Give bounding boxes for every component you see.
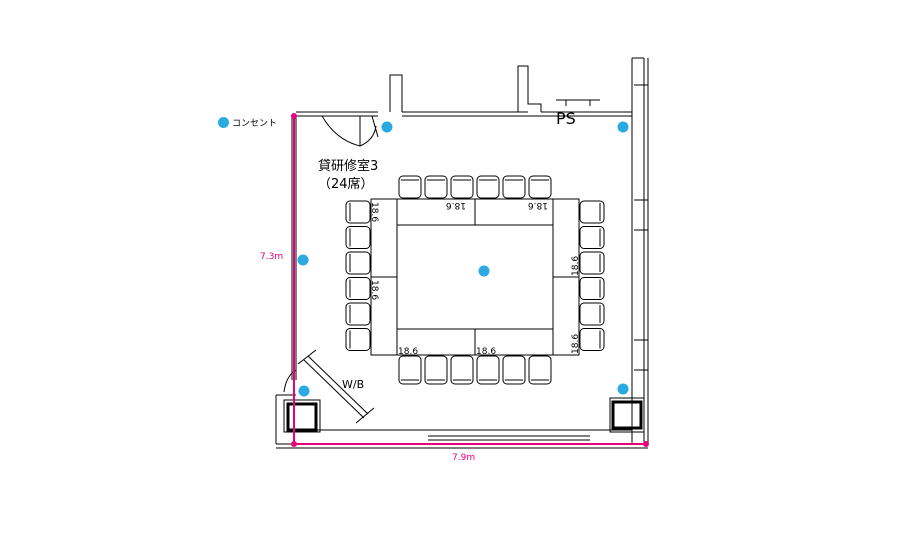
chairs (345, 175, 605, 385)
chair (579, 328, 605, 351)
dim-label: 18.6 (369, 280, 379, 300)
outlets (297, 121, 629, 397)
room-name: 貸研修室3 (318, 158, 378, 174)
dim-label: 18.6 (398, 347, 418, 357)
chair (450, 355, 474, 385)
whiteboard (297, 349, 375, 424)
chair (424, 355, 448, 385)
dimension-lines (291, 113, 649, 447)
outlet-dot-icon (297, 254, 309, 266)
height-dimension-label: 7.3m (260, 252, 283, 262)
chair (579, 302, 605, 326)
outlet-dot-icon (381, 121, 393, 133)
ps-label: PS (556, 109, 576, 128)
chair (579, 226, 605, 249)
dim-label: 18.6 (571, 256, 581, 276)
chair (502, 355, 526, 385)
chair (345, 251, 371, 275)
room-capacity: （24席） (318, 176, 374, 192)
outlet-dot-icon (617, 383, 629, 395)
chair (476, 175, 500, 199)
whiteboard-label: W/B (342, 378, 364, 391)
chair (345, 328, 371, 351)
chair (345, 277, 371, 300)
chair (528, 355, 552, 385)
width-dimension-label: 7.9m (452, 453, 475, 463)
table-dimensions: 18.6 18.6 18.6 18.6 18.6 18.6 18.6 18.6 (369, 200, 581, 357)
chair (450, 175, 474, 199)
outlet-dot-icon (218, 117, 229, 128)
chair (476, 355, 500, 385)
chair (528, 175, 552, 199)
legend: コンセント (218, 116, 277, 129)
door (321, 115, 379, 147)
outlet-dot-icon (478, 265, 490, 277)
dim-label: 18.6 (571, 334, 581, 354)
legend-label: コンセント (232, 119, 278, 129)
pillar-left (286, 402, 318, 432)
chair (398, 175, 422, 199)
dim-label: 18.6 (446, 200, 466, 210)
dim-label: 18.6 (528, 200, 548, 210)
chair (502, 175, 526, 199)
chair (579, 251, 605, 275)
chair (345, 302, 371, 326)
chair (345, 200, 371, 224)
outlet-dot-icon (298, 385, 310, 397)
dim-label: 18.6 (476, 347, 496, 357)
tables (370, 198, 580, 356)
pillar-right (611, 400, 643, 430)
chair (345, 226, 371, 249)
outlet-dot-icon (617, 121, 629, 133)
chair (579, 200, 605, 224)
chair (424, 175, 448, 199)
dim-label: 18.6 (369, 202, 379, 222)
chair (579, 277, 605, 300)
chair (398, 355, 422, 385)
